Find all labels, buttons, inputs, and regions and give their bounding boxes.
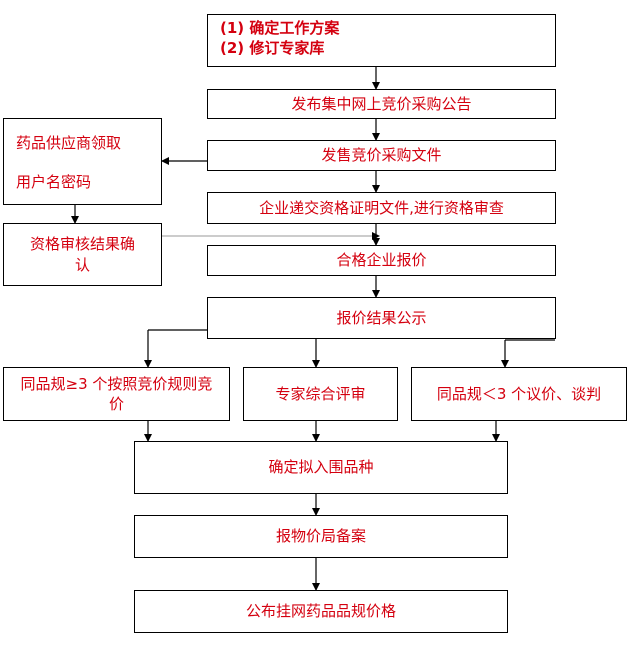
step2-box: 发布集中网上竞价采购公告 [207, 89, 556, 119]
step5-box: 合格企业报价 [207, 245, 556, 276]
step7-box: 确定拟入围品种 [134, 441, 508, 494]
account-line1: 药品供应商领取 [16, 134, 122, 152]
branch-middle-box: 专家综合评审 [243, 367, 398, 421]
account-box: 药品供应商领取 用户名密码 [3, 118, 162, 205]
step1-box: (1) 确定工作方案 (2) 修订专家库 [207, 14, 556, 67]
confirm-box: 资格审核结果确认 [3, 223, 162, 286]
step3-box: 发售竞价采购文件 [207, 140, 556, 171]
step1-line1: (1) 确定工作方案 [220, 19, 340, 37]
step1-line2: (2) 修订专家库 [220, 39, 325, 58]
account-line2: 用户名密码 [16, 172, 92, 191]
branch-right-box: 同品规＜3 个议价、谈判 [411, 367, 627, 421]
step9-box: 公布挂网药品品规价格 [134, 590, 508, 633]
step4-box: 企业递交资格证明文件,进行资格审查 [207, 192, 556, 224]
step8-box: 报物价局备案 [134, 515, 508, 558]
step6-box: 报价结果公示 [207, 297, 556, 339]
branch-left-box: 同品规≥3 个按照竞价规则竞价 [3, 367, 230, 421]
